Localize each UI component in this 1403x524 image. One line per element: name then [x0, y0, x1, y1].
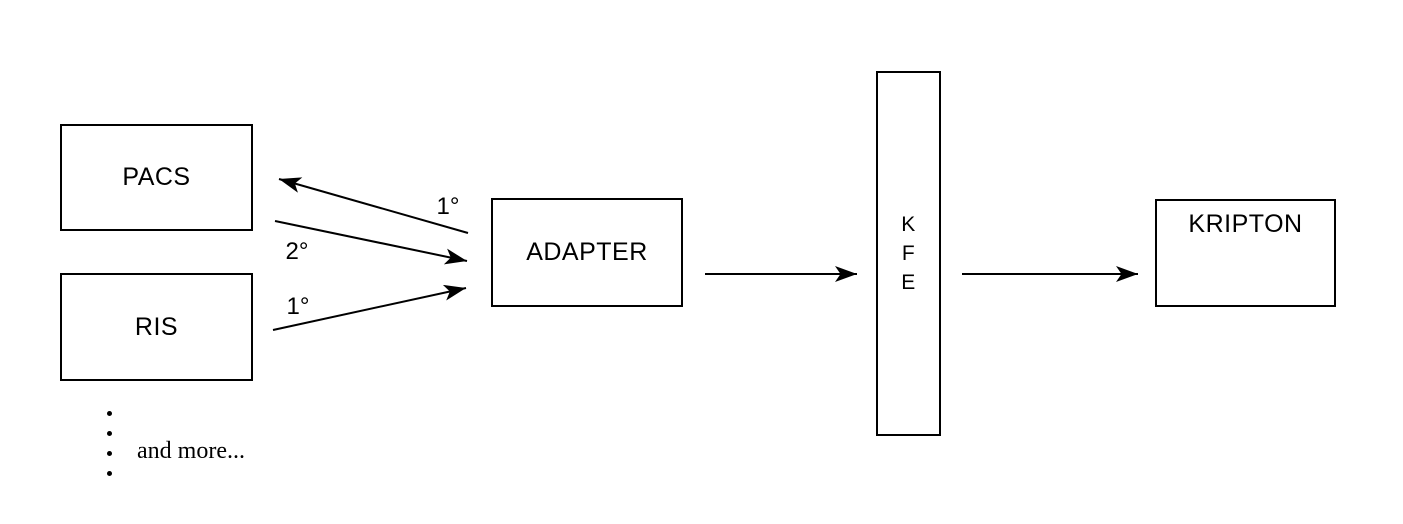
dot — [107, 411, 112, 416]
and-more-label: and more... — [137, 438, 245, 464]
kfe-letter-e: E — [901, 271, 916, 294]
node-ris-label: RIS — [134, 312, 179, 341]
node-kripton-label: KRIPTON — [1188, 210, 1303, 238]
dot — [107, 431, 112, 436]
edge-label-pacs-to-adapter: 2° — [285, 238, 309, 265]
node-pacs: PACS — [60, 124, 253, 231]
kfe-letter-f: F — [901, 242, 916, 265]
node-kfe: K F E — [876, 71, 941, 436]
edge-label-adapter-to-pacs: 1° — [436, 193, 460, 220]
node-adapter: ADAPTER — [491, 198, 683, 307]
node-kripton: KRIPTON — [1155, 199, 1336, 307]
node-ris: RIS — [60, 273, 253, 381]
node-kfe-label: K F E — [901, 210, 916, 297]
node-pacs-label: PACS — [122, 163, 191, 191]
ellipsis-dots — [107, 411, 112, 476]
edge-label-ris-to-adapter: 1° — [286, 293, 310, 320]
dot — [107, 451, 112, 456]
node-adapter-label: ADAPTER — [526, 238, 648, 266]
kfe-letter-k: K — [901, 213, 916, 236]
dot — [107, 471, 112, 476]
